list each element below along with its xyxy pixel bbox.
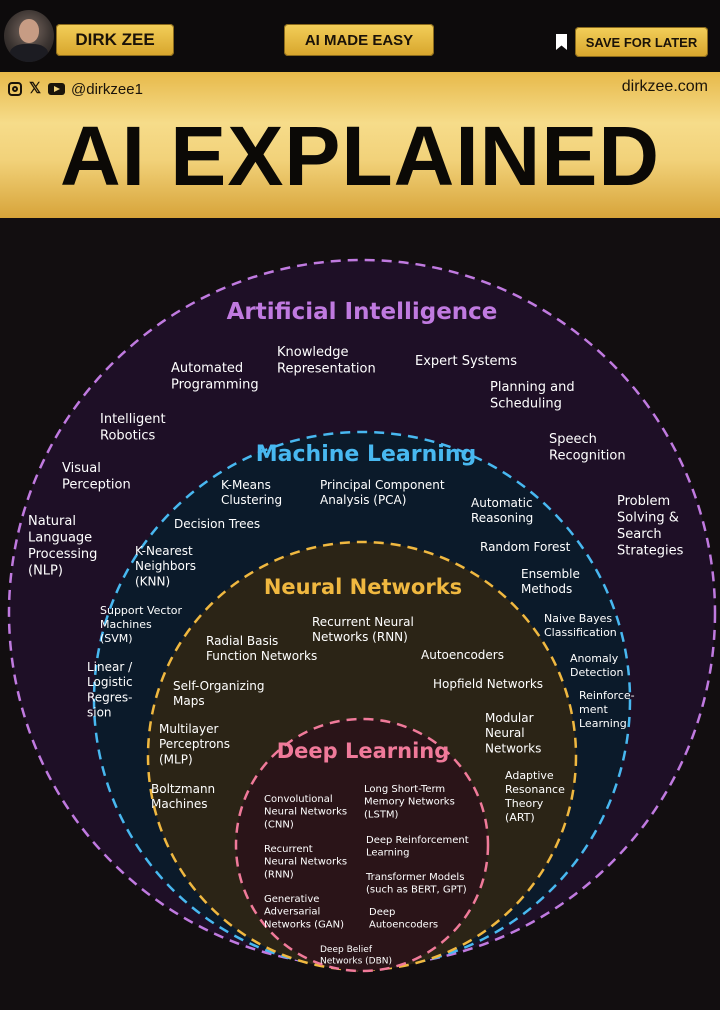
avatar-head: [19, 19, 39, 43]
nn-item: Hopfield Networks: [433, 677, 543, 691]
ml-item: Random Forest: [480, 540, 571, 554]
ring-title-dl: Deep Learning: [277, 739, 450, 763]
ring-title-ai: Artificial Intelligence: [227, 299, 498, 325]
author-name-button[interactable]: DIRK ZEE: [56, 24, 174, 56]
title-banner: [0, 72, 720, 218]
social-handle: @dirkzee1: [71, 80, 143, 98]
ai-made-easy-button[interactable]: AI MADE EASY: [284, 24, 434, 56]
ai-item: Expert Systems: [415, 354, 517, 369]
youtube-icon[interactable]: [48, 83, 65, 95]
avatar-body: [10, 44, 48, 62]
dl-item: Transformer Models(such as BERT, GPT): [365, 872, 467, 896]
instagram-icon[interactable]: [8, 82, 22, 96]
save-for-later-button[interactable]: SAVE FOR LATER: [575, 27, 708, 57]
ring-dl: [234, 717, 490, 973]
social-handles: 𝕏 @dirkzee1: [8, 80, 143, 98]
website-link[interactable]: dirkzee.com: [621, 78, 708, 95]
ring-title-nn: Neural Networks: [264, 575, 462, 599]
profile-avatar[interactable]: [4, 10, 54, 62]
bookmark-icon[interactable]: [556, 34, 567, 50]
ring-title-ml: Machine Learning: [256, 442, 476, 467]
x-icon[interactable]: 𝕏: [28, 80, 42, 97]
page-title: AI EXPLAINED: [59, 109, 661, 203]
ml-item: Decision Trees: [174, 517, 260, 531]
nn-item: Autoencoders: [421, 648, 504, 662]
